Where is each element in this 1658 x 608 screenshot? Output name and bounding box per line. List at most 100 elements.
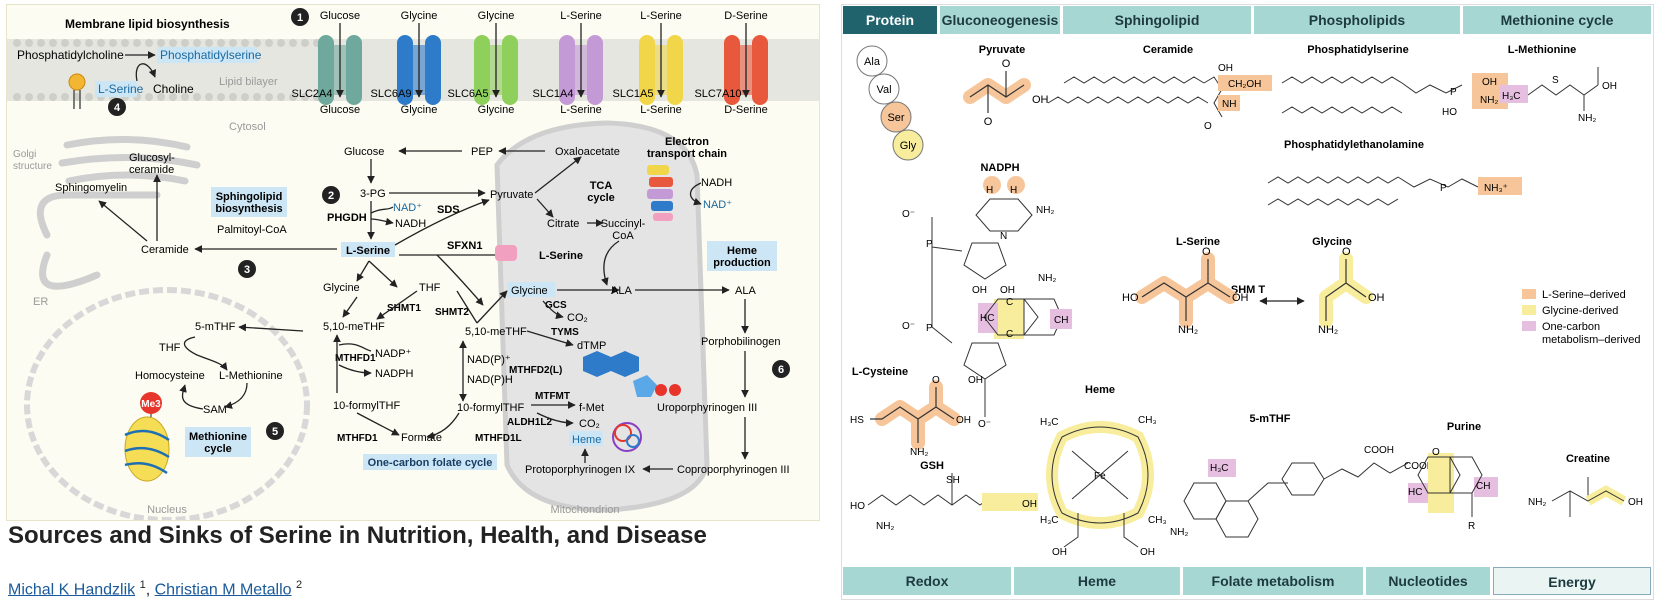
svg-text:2: 2 (328, 190, 334, 202)
lserine-structure (1135, 252, 1237, 328)
nadph-ominus-c: O⁻ (978, 419, 991, 430)
heme-oh-a: OH (1052, 547, 1067, 558)
cys-oh: OH (956, 415, 971, 426)
homocysteine-label: Homocysteine (135, 370, 205, 382)
mito-nadph-label: NAD(P)H (467, 374, 513, 386)
nadp-plus-label: NADP⁺ (375, 348, 412, 360)
mito-glycine-box (507, 282, 555, 297)
heme-pathway-arrows (635, 286, 749, 473)
membrane-lserine-label: L-Serine (98, 82, 144, 96)
ps-ho: HO (1442, 107, 1457, 118)
pyruvate-label: Pyruvate (490, 189, 533, 201)
transporter-substrate-in: D-Serine (724, 104, 767, 116)
aa-val: Val (876, 84, 891, 96)
author-link-handzlik[interactable]: Michal K Handzlik (8, 581, 136, 599)
cys-hs: HS (850, 415, 864, 426)
lserine-name: L-Serine (1176, 236, 1220, 248)
lmethionine-structure (1500, 67, 1599, 111)
legend-glycine: Glycine-derived (1542, 305, 1618, 317)
met-h3c: H₃C (1502, 91, 1521, 102)
nadph-ominus-a: O⁻ (902, 209, 915, 220)
author-link-metallo[interactable]: Christian M Metallo (154, 581, 292, 599)
phosphatidylserine-name: Phosphatidylserine (1307, 44, 1408, 56)
nadh-label: NADH (395, 218, 426, 230)
transporter-substrate-out: Glycine (478, 10, 515, 22)
glycine-structure (1319, 252, 1373, 328)
cytosol-thf-label: THF (419, 282, 441, 294)
fmet-label: f-Met (579, 402, 604, 414)
sphingolipid-biosynthesis-box (211, 187, 287, 217)
step-marker-5: 5 (266, 422, 284, 440)
heme-ch3-b: CH₃ (1148, 515, 1167, 526)
tab-protein[interactable]: Protein (843, 6, 937, 34)
nadph-nh2-b: NH₂ (1038, 273, 1056, 284)
dtmp-molecule-icon (583, 351, 681, 397)
nadph-oh-c: OH (968, 375, 983, 386)
svg-text:6: 6 (778, 364, 784, 376)
nadph-ominus-b: O⁻ (902, 321, 915, 332)
cytosol-pathway-arrows (333, 147, 545, 440)
phosphatidylethanolamine-name: Phosphatidylethanolamine (1284, 139, 1424, 151)
gsh-oh: OH (1022, 499, 1037, 510)
svg-text:O: O (984, 116, 993, 128)
methionine-cycle-box (185, 427, 251, 457)
mito-heme-box (569, 431, 603, 446)
tab-energy[interactable]: Energy (1493, 567, 1651, 595)
phgdh-label: PHGDH (327, 212, 367, 224)
transporter-name: SLC6A9 (371, 88, 412, 100)
purine-ch: CH (1476, 481, 1490, 492)
heme-h3c: H₃C (1040, 417, 1059, 428)
pyruvate-name: Pyruvate (979, 44, 1025, 56)
tab-phospholipids[interactable]: Phospholipids (1254, 6, 1460, 34)
mito-arrows (436, 254, 620, 463)
met-oh: OH (1602, 81, 1617, 92)
cys-o: O (932, 375, 940, 386)
shmt2-label: SHMT2 (435, 307, 469, 318)
gsh-sh: SH (946, 475, 960, 486)
aldh1l2-label: ALDH1L2 (507, 417, 552, 428)
transporter-name: SLC2A4 (292, 88, 333, 100)
one-carbon-box (363, 454, 497, 470)
svg-text:4: 4 (114, 102, 121, 114)
oxaloacetate-label: Oxaloacetate (555, 146, 620, 158)
nadph-n: N (1000, 231, 1007, 242)
pe-p: P (1440, 183, 1447, 194)
tab-redox[interactable]: Redox (843, 567, 1011, 595)
tab-nucleotides[interactable]: Nucleotides (1366, 567, 1490, 595)
mthfd2l-label: MTHFD2(L) (509, 365, 562, 376)
mthfd1-label-a: MTHFD1 (335, 353, 376, 364)
serine-fates-figure: Protein Gluconeogenesis Sphingolipid Pho… (841, 4, 1654, 600)
nadph-nh2: NH₂ (1036, 205, 1054, 216)
svg-text:5: 5 (272, 426, 278, 438)
cytosol-lserine-box (341, 242, 395, 257)
mito-co2b-label: CO₂ (579, 418, 600, 430)
ceramide-o: O (1204, 121, 1212, 132)
mthf-cooh-b: COOH (1404, 461, 1434, 472)
three-pg-label: 3-PG (360, 188, 386, 200)
tab-gluconeogenesis[interactable]: Gluconeogenesis (940, 6, 1060, 34)
transporter-substrate-out: Glycine (401, 10, 438, 22)
paper-title: Sources and Sinks of Serine in Nutrition… (8, 522, 707, 549)
heme-protein-icon (612, 422, 642, 452)
tab-heme[interactable]: Heme (1014, 567, 1180, 595)
tab-sphingolipid[interactable]: Sphingolipid (1063, 6, 1251, 34)
ceramide-label: Ceramide (141, 244, 189, 256)
author-affiliation-1: 1 (139, 579, 146, 591)
mthfd1-label-b: MTHFD1 (337, 433, 378, 444)
tab-methionine-cycle[interactable]: Methionine cycle (1463, 6, 1651, 34)
author-separator: , (145, 581, 155, 599)
electron-transport-chain-icon (647, 165, 673, 221)
mthf-cooh-a: COOH (1364, 445, 1394, 456)
met-s: S (1552, 75, 1559, 86)
palmitoyl-coa-label: Palmitoyl-CoA (217, 224, 287, 236)
nadph-c1: C (1006, 297, 1013, 308)
nadph-h2: H (1010, 185, 1017, 196)
aa-ser: Ser (887, 112, 904, 124)
heme-oh-b: OH (1140, 547, 1155, 558)
tab-folate-metabolism[interactable]: Folate metabolism (1183, 567, 1363, 595)
nucleus-envelope (24, 287, 310, 520)
gsh-ho: HO (850, 501, 865, 512)
